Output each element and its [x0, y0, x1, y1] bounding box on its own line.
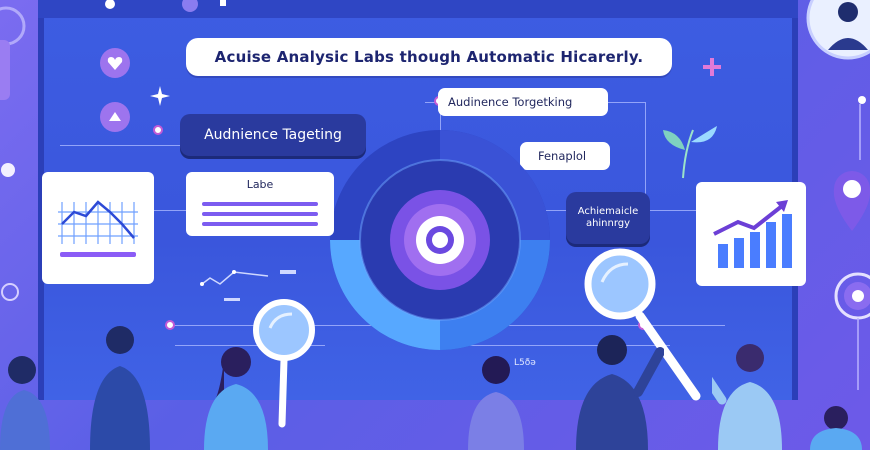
fenaplol-tag: Fenaplol — [520, 142, 610, 170]
text-line — [202, 222, 318, 226]
person-figure — [468, 356, 524, 450]
person-figure — [204, 347, 268, 450]
person-icon — [806, 0, 870, 60]
person-figure — [90, 326, 150, 450]
play-icon — [100, 102, 130, 132]
sparkle-icon — [150, 86, 170, 106]
board-top-bar — [38, 0, 798, 18]
label-card: Labe — [186, 172, 334, 236]
magnifier-icon — [253, 299, 315, 428]
connector-line — [60, 145, 180, 146]
tag-text-line1: Achiemaicle — [577, 206, 639, 217]
tag-text: Audnience Tageting — [204, 127, 342, 143]
bottom-label: L5ðə — [514, 358, 536, 368]
right-decor — [834, 96, 870, 390]
tag-text: Audinence Torgetking — [448, 95, 573, 109]
connector-line — [175, 345, 325, 346]
person-figure — [712, 344, 782, 450]
text-line — [202, 202, 318, 206]
node-dot — [165, 320, 175, 330]
leaf-icon — [663, 126, 717, 179]
concentric-ring-chart — [330, 130, 550, 350]
connector-line — [470, 345, 670, 346]
bar-chart-card — [696, 182, 806, 286]
person-figure — [810, 406, 862, 450]
board-top-decor — [105, 0, 226, 12]
audience-targeting-tag: Audinence Torgetking — [438, 88, 608, 116]
person-figure — [576, 335, 664, 450]
achievement-dark-tag: Achiemaicle ahinnrgy — [566, 192, 650, 244]
sparkline — [200, 270, 296, 301]
text-line — [202, 212, 318, 216]
line-chart-card — [42, 172, 154, 284]
node-dot — [153, 125, 163, 135]
plus-icon — [703, 58, 721, 76]
person-figure — [0, 356, 50, 450]
label-card-title: Labe — [246, 178, 274, 191]
headline-text: Acuise Analysic Labs though Automatic Hi… — [214, 48, 644, 66]
line-chart-icon — [58, 200, 138, 257]
connector-line — [645, 102, 646, 212]
bar-chart-icon — [713, 200, 792, 268]
heart-icon — [100, 48, 130, 78]
left-decor — [0, 6, 26, 301]
audience-dark-tag: Audnience Tageting — [180, 114, 366, 156]
location-pin-icon — [833, 171, 870, 231]
headline-pill: Acuise Analysic Labs though Automatic Hi… — [186, 38, 672, 76]
tag-text-line2: ahinnrgy — [585, 218, 631, 229]
magnifier-icon — [584, 248, 701, 401]
tag-text: Fenaplol — [538, 149, 587, 163]
